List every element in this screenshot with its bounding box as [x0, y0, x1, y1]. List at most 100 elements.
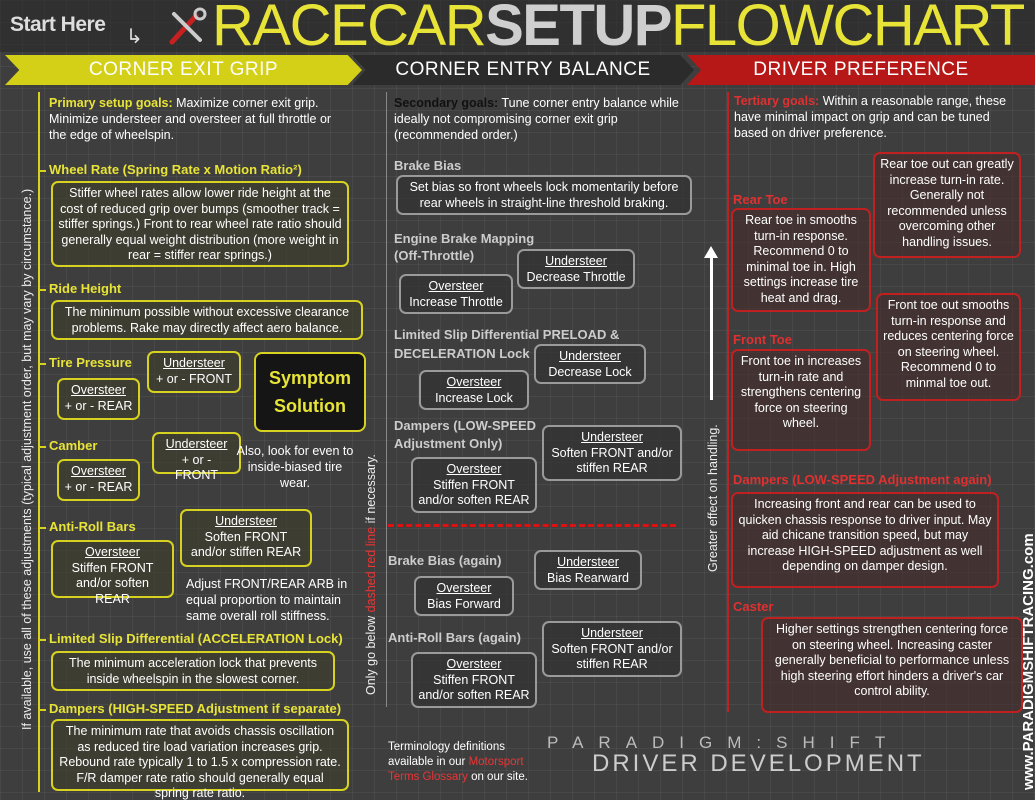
title-part-flowchart: FLOWCHART — [670, 0, 1025, 58]
start-arrow-icon: ↳ — [126, 26, 143, 48]
mid-note-b: if necessary. — [364, 454, 378, 527]
col2-line — [386, 92, 387, 707]
legend-solution: Solution — [274, 396, 346, 416]
lsd-accel-label: Limited Slip Differential (ACCELERATION … — [49, 631, 343, 646]
column-header-corner-entry: CORNER ENTRY BALANCE — [352, 55, 694, 85]
camber-understeer-box: Understeer+ or - FRONT — [152, 432, 241, 482]
lsd-preload-label-1: Limited Slip Differential PRELOAD & — [394, 327, 620, 342]
arb-again-label: Anti-Roll Bars (again) — [388, 630, 521, 645]
col3-goals-label: Tertiary goals: — [734, 94, 820, 108]
middle-vertical-note: Only go below dashed red line if necessa… — [364, 454, 378, 695]
engine-brake-label-1: Engine Brake Mapping — [394, 231, 535, 246]
dampers-low-again-label: Dampers (LOW-SPEED Adjustment again) — [733, 472, 992, 487]
cam-under-title: Understeer — [165, 437, 228, 451]
footer-b: on our site. — [467, 771, 528, 783]
col2-goals-text: Tune corner entry balance while ideally … — [394, 96, 679, 142]
lsd-accel-box: The minimum acceleration lock that preve… — [51, 651, 335, 691]
column-header-corner-exit: CORNER EXIT GRIP — [5, 55, 362, 85]
arb-under-text: Soften FRONT and/or stiffen REAR — [190, 529, 302, 560]
left-vertical-note: If available, use all of these adjustmen… — [20, 188, 34, 730]
camber-oversteer-box: Oversteer+ or - REAR — [57, 459, 140, 501]
col2-goals-label: Secondary goals: — [394, 96, 499, 110]
connector — [38, 363, 46, 365]
lsd-preload-label-2: DECELERATION Lock — [394, 346, 530, 361]
connector — [38, 639, 46, 641]
arb-label: Anti-Roll Bars — [49, 519, 136, 534]
ride-height-box: The minimum possible without excessive c… — [51, 300, 363, 340]
dampers-low-speed-label-1: Dampers (LOW-SPEED — [394, 418, 537, 433]
connector — [38, 289, 46, 291]
bb2-over-text: Bias Forward — [427, 596, 501, 611]
col2-goals: Secondary goals: Tune corner entry balan… — [394, 95, 684, 143]
damp-under-text: Soften FRONT and/or stiffen REAR — [551, 445, 673, 476]
lsdp-under-text: Decrease Lock — [548, 364, 632, 379]
engine-brake-label-2: (Off-Throttle) — [394, 248, 475, 263]
camber-label: Camber — [49, 438, 98, 453]
col1-goals: Primary setup goals: Maximize corner exi… — [49, 95, 349, 143]
ride-height-label: Ride Height — [49, 281, 122, 296]
tire-pressure-understeer-box: Understeer+ or - FRONT — [147, 351, 241, 393]
tp-over-title: Oversteer — [71, 383, 126, 397]
title-part-setup: SETUP — [485, 0, 672, 58]
caster-box: Higher settings strengthen centering for… — [761, 617, 1023, 713]
front-toe-in-box: Front toe in increases turn-in rate and … — [731, 349, 871, 451]
col3-goals-text: Within a reasonable range, these have mi… — [734, 94, 1007, 140]
ebm-under-text: Decrease Throttle — [526, 269, 626, 284]
mid-note-a: Only go below — [364, 612, 378, 695]
col1-goals-label: Primary setup goals: — [49, 96, 173, 110]
brake-bias-again-label: Brake Bias (again) — [388, 553, 502, 568]
brake-bias-label: Brake Bias — [394, 158, 462, 173]
lsdp-over-text: Increase Lock — [435, 390, 513, 405]
wheel-rate-label: Wheel Rate (Spring Rate x Motion Ratio²) — [49, 162, 302, 177]
brand-driver-development: DRIVER DEVELOPMENT — [592, 750, 925, 777]
right-vertical-note: Greater effect on handling. — [706, 424, 720, 572]
arb2-under-title: Understeer — [581, 626, 643, 640]
cam-over-text: + or - REAR — [64, 479, 133, 494]
front-toe-label: Front Toe — [733, 332, 792, 347]
connector — [38, 170, 46, 172]
damp-over-text: Stiffen FRONT and/or soften REAR — [418, 477, 530, 508]
title-part-racecar: RACECAR — [212, 0, 487, 58]
arb-note: Adjust FRONT/REAR ARB in equal proportio… — [186, 577, 348, 623]
glossary-link[interactable]: Motorsport Terms Glossary — [388, 756, 524, 783]
cam-under-text: + or - FRONT — [174, 452, 219, 483]
col3-line — [727, 92, 729, 712]
lsdp-over-title: Oversteer — [446, 375, 502, 389]
camber-note: Also, look for even to inside-biased tir… — [236, 444, 354, 490]
bb2-under-title: Understeer — [557, 555, 619, 569]
rear-toe-label: Rear Toe — [733, 192, 788, 207]
ebm-over-title: Oversteer — [428, 279, 484, 293]
legend-symptom: Symptom — [268, 368, 351, 388]
col3-goals: Tertiary goals: Within a reasonable rang… — [734, 93, 1024, 141]
col1-goals-text: Maximize corner exit grip. Minimize unde… — [49, 96, 332, 142]
mid-note-red: dashed red line — [364, 526, 378, 613]
brand-paradigm-shift: PARADIGM:SHIFT — [547, 733, 901, 752]
brand-url[interactable]: www.PARADIGMSHIFTRACING.com — [1020, 533, 1035, 790]
dampers-low-speed-label-2: Adjustment Only) — [394, 436, 503, 451]
tire-pressure-oversteer-box: Oversteer+ or - REAR — [57, 378, 140, 420]
arb-under-title: Understeer — [215, 514, 277, 528]
tools-icon — [169, 7, 207, 45]
front-toe-out-box: Front toe out smooths turn-in response a… — [876, 293, 1021, 401]
wheel-rate-box: Stiffer wheel rates allow lower ride hei… — [51, 181, 349, 267]
footer-a: Terminology definitions available in our — [388, 741, 505, 768]
up-arrow-icon — [704, 246, 718, 258]
connector — [38, 527, 46, 529]
arb-over-text: Stiffen FRONT and/or soften REAR — [71, 560, 154, 606]
ebm-under-title: Understeer — [545, 254, 607, 268]
connector — [38, 446, 46, 448]
tp-under-text: + or - FRONT — [155, 371, 233, 386]
column-header-driver-preference: DRIVER PREFERENCE — [687, 55, 1035, 85]
bb2-under-text: Bias Rearward — [547, 570, 629, 585]
terminology-note: Terminology definitions available in our… — [388, 740, 548, 785]
ebm-over-text: Increase Throttle — [409, 294, 503, 309]
dampers-high-speed-label: Dampers (HIGH-SPEED Adjustment if separa… — [49, 701, 342, 716]
up-arrow-shaft — [710, 255, 713, 400]
